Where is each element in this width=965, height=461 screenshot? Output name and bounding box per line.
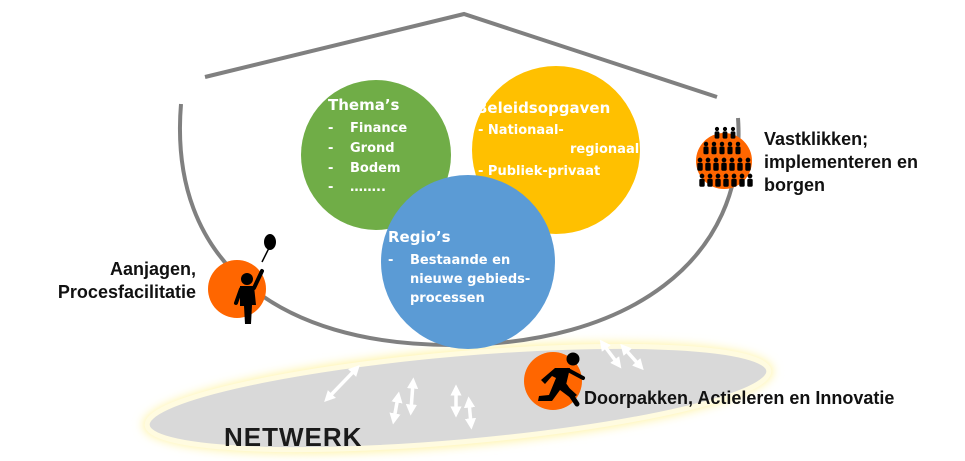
regios-item: nieuwe gebieds- [410, 272, 531, 287]
themas-item: -Bodem [328, 161, 401, 176]
person-head-icon [722, 126, 728, 132]
person-head-icon [707, 173, 713, 179]
person-body-icon [731, 178, 737, 187]
person-head-icon [727, 141, 733, 147]
double-arrow-icon [389, 391, 403, 425]
regios-circle [381, 175, 555, 349]
person-body-icon [745, 162, 751, 171]
beleid-title: Beleidsopgaven [476, 99, 611, 117]
person-head-icon [735, 141, 741, 147]
person-body-icon [715, 178, 721, 187]
person-body-icon [714, 131, 720, 139]
beleid-item: regionaal [570, 142, 640, 157]
person-body-icon [730, 131, 736, 139]
doorpakken-label: Doorpakken, Actieleren en Innovatie [584, 388, 895, 408]
running-person-icon [524, 352, 585, 410]
person-head-icon [737, 157, 743, 163]
double-arrow-icon [324, 364, 360, 403]
person-body-icon [703, 146, 709, 155]
person-body-icon [739, 178, 745, 187]
regios-title: Regio’s [388, 228, 451, 246]
person-body-icon [699, 178, 705, 187]
person-head-icon [715, 173, 721, 179]
double-arrow-icon [405, 377, 419, 416]
aanjagen-label: Aanjagen, [109, 259, 196, 279]
person-body-icon [729, 162, 735, 171]
person-head-icon [731, 173, 737, 179]
regios-item: processen [410, 291, 485, 306]
person-body-icon [723, 178, 729, 187]
themas-circle [301, 80, 451, 230]
person-body-icon [707, 178, 713, 187]
person-body-icon [721, 162, 727, 171]
person-body-icon [719, 146, 725, 155]
person-head-icon [697, 157, 703, 163]
person-body-icon [722, 131, 728, 139]
person-body-icon [705, 162, 711, 171]
double-arrow-icon [620, 343, 644, 371]
person-head-icon [730, 126, 736, 132]
person-head-icon [714, 126, 720, 132]
person-body-icon [713, 162, 719, 171]
person-head-icon [699, 173, 705, 179]
house-roof [204, 11, 718, 99]
group-people-icon [696, 126, 753, 189]
person-body-icon [737, 162, 743, 171]
themas-item: -…….. [328, 180, 386, 195]
balloon-person-icon [208, 234, 276, 324]
themas-item: -Grond [328, 141, 395, 156]
person-head-icon [723, 173, 729, 179]
network-arrows [324, 339, 644, 430]
person-head-icon [721, 157, 727, 163]
vastklikken-label: Vastklikken; implementeren en borgen [764, 129, 919, 195]
double-arrow-icon [599, 339, 622, 369]
person-head-icon [739, 173, 745, 179]
person-head-icon [713, 157, 719, 163]
person-body-icon [735, 146, 741, 155]
person-head-icon [703, 141, 709, 147]
themas-title: Thema’s [328, 96, 400, 114]
person-head-icon [719, 141, 725, 147]
beleid-item: - Nationaal- [478, 123, 564, 138]
procesfacilitatie-label: Procesfacilitatie [57, 282, 196, 302]
netwerk-label: NETWERK [224, 422, 363, 452]
person-head-icon [729, 157, 735, 163]
person-head-icon [747, 173, 753, 179]
beleid-item: - Publiek-privaat [478, 164, 601, 179]
person-body-icon [711, 146, 717, 155]
person-head-icon [705, 157, 711, 163]
person-body-icon [747, 178, 753, 187]
double-arrow-icon [463, 396, 477, 430]
person-head-icon [745, 157, 751, 163]
themas-item: -Finance [328, 121, 408, 136]
person-body-icon [727, 146, 733, 155]
person-body-icon [697, 162, 703, 171]
regios-item: -Bestaande en [388, 253, 511, 268]
person-head-icon [711, 141, 717, 147]
